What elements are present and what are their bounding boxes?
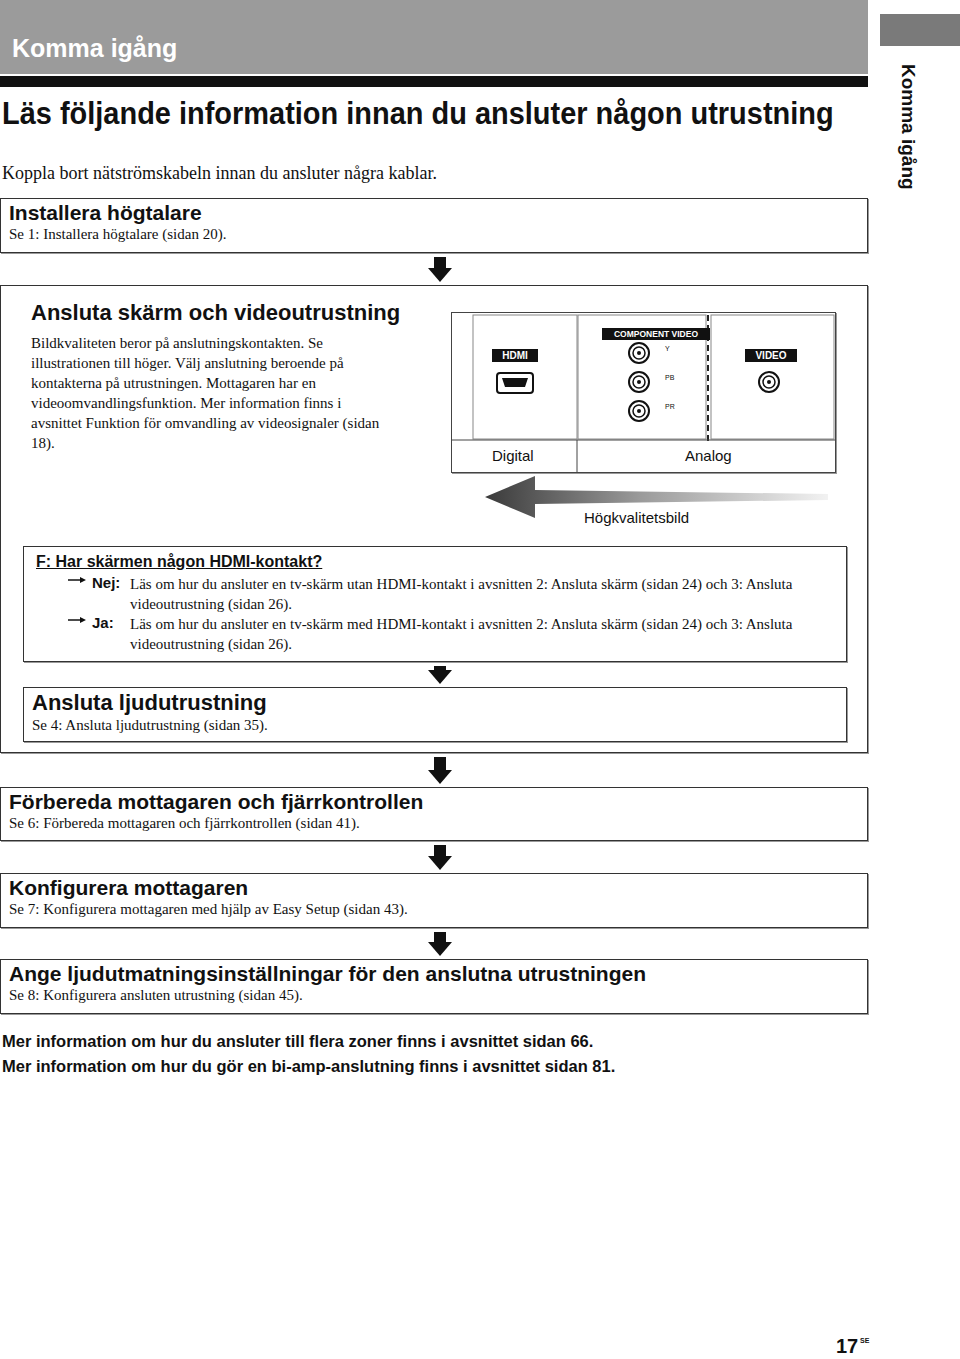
hdmi-panel (473, 315, 577, 439)
rca-jack (767, 380, 771, 384)
arrow-head (428, 856, 452, 870)
box-text: Nej: (92, 574, 120, 591)
box-text: Se 4: Ansluta ljudutrustning (sidan 35). (24, 716, 846, 738)
box-text: Analog (685, 447, 732, 464)
jack-label: Y (665, 345, 670, 352)
step-box: Ange ljudutmatningsinställningar för den… (0, 959, 868, 1014)
arrow-stem (434, 757, 446, 771)
warning-note: Koppla bort nätströmskabeln innan du ans… (2, 163, 437, 184)
box-heading: F: Har skärmen någon HDMI-kontakt? (36, 553, 322, 571)
footnote: Mer information om hur du ansluter till … (2, 1032, 593, 1051)
side-tab (880, 14, 960, 46)
flow-arrow (428, 757, 452, 784)
box-text: Läs om hur du ansluter en tv-skärm utan … (130, 574, 802, 614)
rca-jack (633, 347, 645, 359)
quality-caption: Högkvalitetsbild (584, 509, 689, 526)
flow-arrow (428, 666, 452, 684)
box-heading: Ange ljudutmatningsinställningar för den… (1, 960, 867, 986)
box-heading: Ansluta skärm och videoutrustning (31, 300, 400, 326)
arrow-head (428, 770, 452, 784)
rca-jack (633, 376, 645, 388)
side-tab-text: Komma igång (897, 64, 919, 190)
header-bar (0, 0, 868, 74)
header-rule (0, 76, 868, 87)
step-group-box: Ansluta skärm och videoutrustningBildkva… (0, 285, 868, 753)
box-heading: HDMI (492, 349, 538, 362)
footnote: Mer information om hur du gör en bi-amp-… (2, 1057, 615, 1076)
box-text: Se 8: Konfigurera ansluten utrustning (s… (1, 986, 867, 1008)
hdmi-port (502, 378, 528, 387)
rca-jack (629, 401, 649, 421)
section-header: Komma igång (12, 34, 177, 63)
box-text: Se 7: Konfigurera mottagaren med hjälp a… (1, 900, 867, 922)
step-box: Ansluta ljudutrustningSe 4: Ansluta ljud… (23, 687, 847, 742)
box-heading: Ansluta ljudutrustning (24, 688, 846, 716)
arrow-stem (434, 845, 446, 857)
arrow-head (428, 268, 452, 282)
hdmi-port (497, 373, 533, 393)
box-text: Se 6: Förbereda mottagaren och fjärrkont… (1, 814, 867, 836)
step-box: Förbereda mottagaren och fjärrkontrollen… (0, 787, 868, 841)
box-text: Ja: (92, 614, 114, 631)
jack-label: PB (665, 374, 674, 381)
connector-panel: HDMI COMPONENT VIDEO VIDEO Digital Analog (451, 312, 836, 473)
page-title: Läs följande information innan du anslut… (2, 96, 834, 132)
page-number: 17 (836, 1335, 858, 1358)
rca-jack (637, 351, 641, 355)
box-text: Läs om hur du ansluter en tv-skärm med H… (130, 614, 802, 654)
rca-jack (629, 343, 649, 363)
rca-jack (629, 372, 649, 392)
arrow-head (428, 670, 452, 684)
box-text: Bildkvaliteten beror på anslutningskonta… (31, 333, 391, 453)
arrow-stem (434, 257, 446, 269)
box-heading: Installera högtalare (1, 199, 867, 225)
box-heading: Förbereda mottagaren och fjärrkontrollen (1, 788, 867, 814)
question-box: F: Har skärmen någon HDMI-kontakt? Nej: Lä… (23, 546, 847, 662)
box-text: VIDEO (745, 349, 797, 362)
video-panel (711, 315, 834, 439)
panel-rule (577, 440, 578, 473)
flow-arrow (428, 932, 452, 956)
box-text: Digital (492, 447, 534, 464)
arrow-head (428, 942, 452, 956)
answer-arrows (68, 577, 86, 623)
rca-jack (633, 405, 645, 417)
jack-label: PR (665, 403, 675, 410)
flow-arrow (428, 257, 452, 282)
rca-jack (759, 372, 779, 392)
arrow-stem (434, 932, 446, 943)
flow-arrow (428, 845, 452, 870)
panel-rule (451, 440, 836, 441)
rca-jack (637, 380, 641, 384)
box-text: Se 1: Installera högtalare (sidan 20). (1, 225, 867, 247)
rca-jack (763, 376, 775, 388)
step-box: Konfigurera mottagarenSe 7: Konfigurera … (0, 873, 868, 928)
page-suffix: SE (860, 1337, 869, 1344)
box-text: COMPONENT VIDEO (602, 328, 710, 340)
box-heading: Konfigurera mottagaren (1, 874, 867, 900)
step-box: Installera högtalareSe 1: Installera hög… (0, 198, 868, 253)
rca-jack (637, 409, 641, 413)
